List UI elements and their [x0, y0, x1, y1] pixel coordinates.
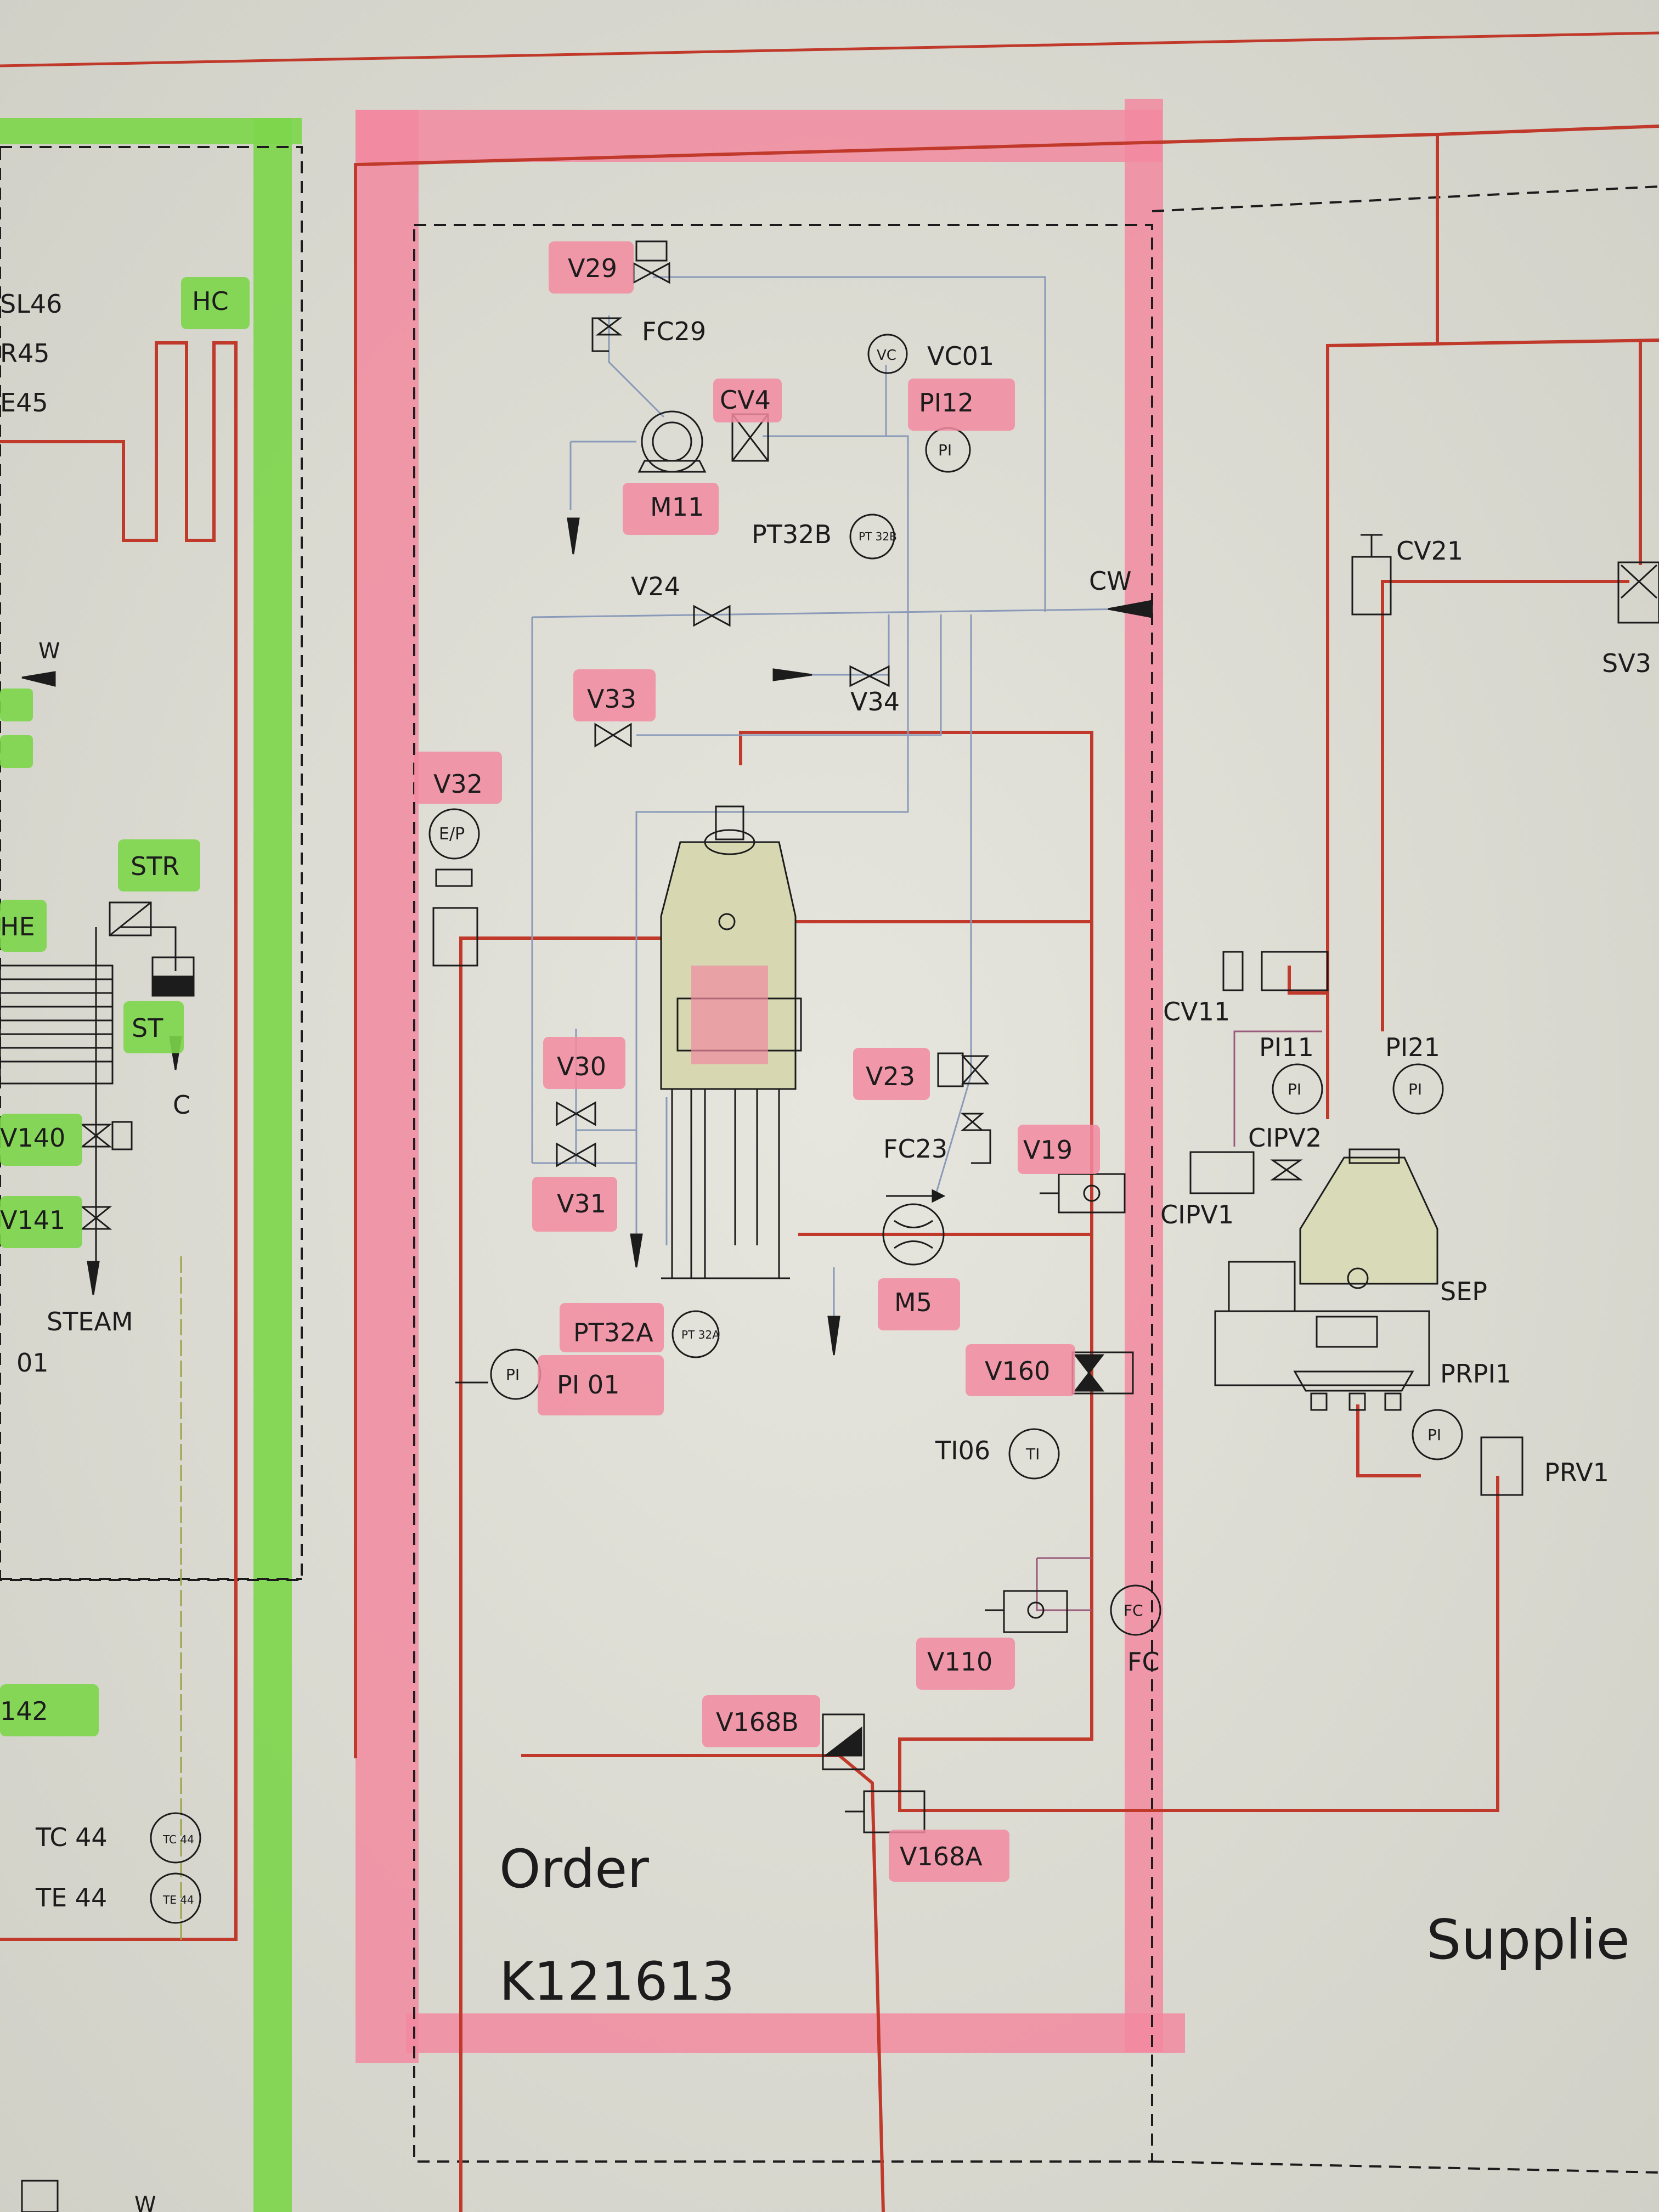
right-equipment	[1189, 534, 1659, 1496]
tag-pi21-bubble: PI	[1408, 1080, 1422, 1098]
tag-v168a: V168A	[900, 1842, 983, 1871]
tag-v140: V140	[0, 1123, 65, 1153]
tag-sv3: SV3	[1602, 648, 1651, 678]
tag-cw: CW	[1089, 566, 1132, 596]
right-labels: CV21 SV3 CV11 PI11 PI PI21 PI CIPV2 CIPV…	[1160, 536, 1651, 1972]
tag-pt32a-bubble: PT 32A	[681, 1328, 720, 1341]
center-equipment	[428, 240, 1161, 1833]
tag-m5: M5	[894, 1288, 932, 1317]
tag-v23: V23	[866, 1062, 915, 1091]
tag-cipv2: CIPV2	[1248, 1123, 1322, 1153]
tag-fc23: FC23	[883, 1134, 947, 1164]
tag-hc: HC	[192, 286, 229, 316]
tag-pi01: PI 01	[557, 1370, 619, 1400]
tag-prpi1-bubble: PI	[1427, 1426, 1441, 1444]
tag-e45: E45	[0, 388, 48, 417]
tag-v29: V29	[568, 253, 617, 283]
tag-te-bubble: TE 44	[162, 1893, 194, 1906]
tag-prv1: PRV1	[1544, 1458, 1609, 1487]
tag-vc: VC	[877, 347, 896, 364]
tag-pi11: PI11	[1259, 1032, 1314, 1062]
tag-v141: V141	[0, 1205, 65, 1235]
tag-142: 142	[0, 1696, 48, 1726]
tag-v34: V34	[850, 687, 900, 716]
tag-sep: SEP	[1440, 1277, 1487, 1306]
pink-marker-border	[356, 99, 1185, 2063]
left-labels: SL46 R45 E45 HC W STR HE ST C V140 V141 …	[0, 277, 250, 2212]
tag-cipv1: CIPV1	[1160, 1200, 1234, 1229]
tag-he: HE	[0, 912, 35, 941]
tag-w: W	[38, 639, 60, 664]
tag-v19: V19	[1023, 1135, 1073, 1165]
tag-v32: V32	[433, 769, 483, 799]
order-number: K121613	[499, 1951, 735, 2012]
tag-pt32a: PT32A	[573, 1318, 653, 1347]
tag-tc44: TC 44	[35, 1822, 108, 1852]
tag-w-bottom: W	[134, 2192, 156, 2212]
tag-pt32b: PT32B	[752, 520, 832, 549]
tag-sl46: SL46	[0, 289, 62, 319]
tag-cv4: CV4	[720, 385, 771, 415]
order-label: Order	[499, 1838, 649, 1900]
tag-fc29: FC29	[642, 317, 706, 346]
tag-c: C	[173, 1090, 190, 1120]
tag-pi11-bubble: PI	[1288, 1080, 1301, 1098]
tag-tc-bubble: TC 44	[162, 1833, 194, 1846]
tag-prpi1: PRPI1	[1440, 1359, 1511, 1389]
tag-pi01-bubble: PI	[506, 1365, 520, 1384]
tag-cv21: CV21	[1396, 536, 1463, 566]
tag-pt32b-bubble: PT 32B	[859, 530, 897, 543]
tag-v110: V110	[927, 1647, 992, 1677]
tag-fc: FC	[1127, 1647, 1160, 1677]
tag-01: 01	[16, 1348, 49, 1378]
tag-pi12-bubble: PI	[938, 441, 952, 459]
tag-m11: M11	[650, 492, 704, 522]
service-lines	[531, 276, 1131, 1339]
tag-vc01: VC01	[927, 341, 994, 371]
tag-ep: E/P	[439, 825, 465, 844]
tag-v160: V160	[985, 1356, 1050, 1386]
frame-lines	[0, 31, 1659, 2174]
tag-pi21: PI21	[1385, 1032, 1440, 1062]
tag-v24: V24	[631, 572, 680, 601]
tag-v30: V30	[557, 1052, 606, 1081]
tag-r45: R45	[0, 338, 50, 368]
secondary-lines	[95, 926, 1322, 1942]
process-lines	[0, 125, 1659, 2212]
center-labels: V29 FC29 VC VC01 CV4 PI12 PI M11 PT32B P…	[414, 241, 1160, 2012]
tag-ti06-bubble: TI	[1025, 1445, 1040, 1463]
tag-st: ST	[132, 1013, 163, 1043]
tag-v31: V31	[557, 1189, 606, 1218]
tag-fc-bubble: FC	[1124, 1601, 1143, 1620]
tag-pi12: PI12	[919, 388, 974, 417]
tag-v168b: V168B	[716, 1707, 799, 1737]
tag-v33: V33	[587, 684, 636, 714]
green-marker-border	[0, 118, 302, 2212]
left-heat-exchanger	[0, 901, 195, 1085]
tag-ti06: TI06	[935, 1436, 990, 1465]
tag-str: STR	[131, 851, 179, 881]
tag-cv11: CV11	[1163, 997, 1230, 1026]
supplier-text: Supplie	[1426, 1908, 1630, 1972]
tag-steam: STEAM	[47, 1307, 133, 1336]
tag-te44: TE 44	[35, 1883, 107, 1912]
